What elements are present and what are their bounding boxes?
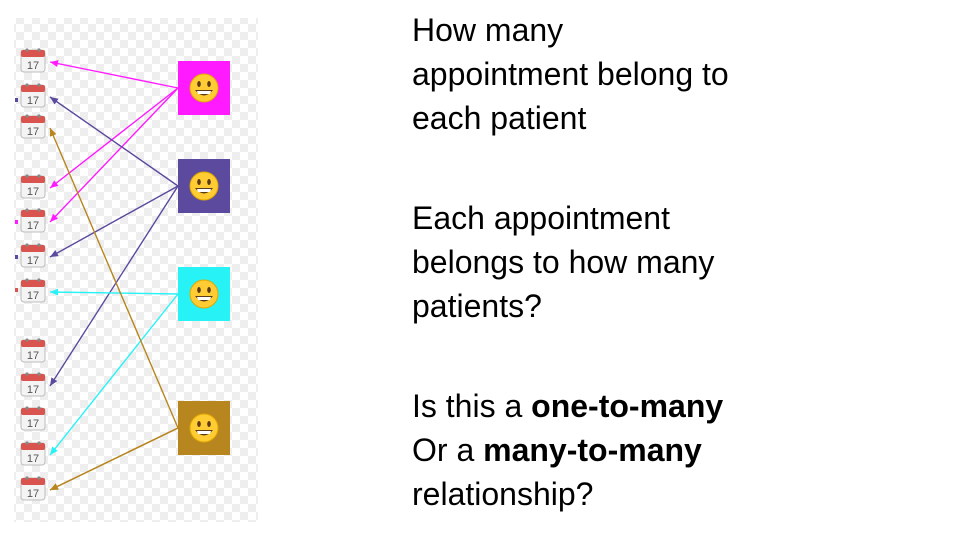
patient-column — [178, 61, 230, 455]
edge-mark — [15, 255, 18, 259]
one-to-many-label: one-to-many — [531, 388, 724, 424]
relationship-arrow — [49, 185, 179, 387]
patient-magenta — [178, 61, 230, 115]
question-relationship-type: Is this a one-to-many Or a many-to-many … — [412, 384, 932, 516]
relationship-arrow — [49, 293, 179, 456]
q2-line3: patients? — [412, 288, 542, 324]
calendar-icon: 17 — [20, 208, 46, 233]
calendar-icon: 17 — [20, 338, 46, 363]
relationship-diagram: 17 17 17 17 17 17 17 17 17 17 17 17 — [14, 18, 258, 522]
calendar-day-label: 17 — [27, 186, 39, 198]
q3-line3: relationship? — [412, 476, 594, 512]
q1-line1: How many — [412, 12, 564, 48]
q1-line2: appointment belong to — [412, 56, 729, 92]
arrow-head — [50, 446, 58, 455]
calendar-day-label: 17 — [27, 418, 39, 430]
q3-line2: Or a many-to-many — [412, 428, 932, 472]
patient-purple — [178, 159, 230, 213]
calendar-day-label: 17 — [27, 350, 39, 362]
calendar-day-label: 17 — [27, 220, 39, 232]
relationship-arrow — [49, 427, 179, 491]
calendar-icon: 17 — [20, 83, 46, 108]
q3-line1: Is this a one-to-many — [412, 384, 932, 428]
q3-prefix1: Is this a — [412, 388, 532, 424]
calendar-day-label: 17 — [27, 290, 39, 302]
calendar-icon: 17 — [20, 476, 46, 501]
relationship-arrow — [49, 87, 179, 189]
grinning-face-icon — [189, 279, 219, 309]
arrow-head — [50, 483, 59, 490]
calendar-day-label: 17 — [27, 453, 39, 465]
q2-line1: Each appointment — [412, 200, 670, 236]
relationship-arrow — [49, 127, 179, 429]
grinning-face-icon — [189, 73, 219, 103]
calendar-icon: 17 — [20, 372, 46, 397]
edge-mark — [15, 288, 18, 292]
grinning-face-icon — [189, 413, 219, 443]
calendar-icon: 17 — [20, 114, 46, 139]
relationship-arrow — [49, 96, 179, 187]
grinning-face-icon — [189, 171, 219, 201]
calendar-column: 17 17 17 17 17 17 17 17 17 17 17 17 — [20, 48, 46, 501]
arrow-head — [50, 250, 59, 257]
many-to-many-label: many-to-many — [483, 432, 702, 468]
calendar-day-label: 17 — [27, 488, 39, 500]
relationship-arrow — [49, 185, 179, 258]
calendar-day-label: 17 — [27, 384, 39, 396]
q3-prefix2: Or a — [412, 432, 484, 468]
calendar-icon: 17 — [20, 441, 46, 466]
relationship-arrow — [49, 87, 179, 223]
edge-mark — [15, 220, 18, 224]
arrow-head — [50, 180, 59, 188]
calendar-icon: 17 — [20, 48, 46, 73]
calendar-day-label: 17 — [27, 126, 39, 138]
arrow-head — [50, 377, 58, 386]
question-patients-per-appointment: Each appointment belongs to how many pat… — [412, 196, 932, 328]
calendar-icon: 17 — [20, 278, 46, 303]
q1-line3: each patient — [412, 100, 587, 136]
relationship-arrow — [49, 291, 179, 295]
relationship-arrow — [49, 61, 179, 89]
arrow-head — [50, 97, 59, 105]
calendar-icon: 17 — [20, 243, 46, 268]
calendar-day-label: 17 — [27, 60, 39, 72]
calendar-day-label: 17 — [27, 255, 39, 267]
arrow-head — [50, 288, 59, 296]
edge-mark — [15, 98, 18, 102]
arrow-head — [50, 60, 59, 68]
arrow-head — [50, 213, 59, 222]
patient-gold — [178, 401, 230, 455]
calendar-icon: 17 — [20, 174, 46, 199]
q2-line2: belongs to how many — [412, 244, 715, 280]
arrow-head — [49, 128, 57, 137]
arrows-layer — [15, 60, 179, 491]
calendar-icon: 17 — [20, 406, 46, 431]
calendar-day-label: 17 — [27, 95, 39, 107]
question-appointments-per-patient: How many appointment belong to each pati… — [412, 8, 932, 140]
patient-cyan — [178, 267, 230, 321]
